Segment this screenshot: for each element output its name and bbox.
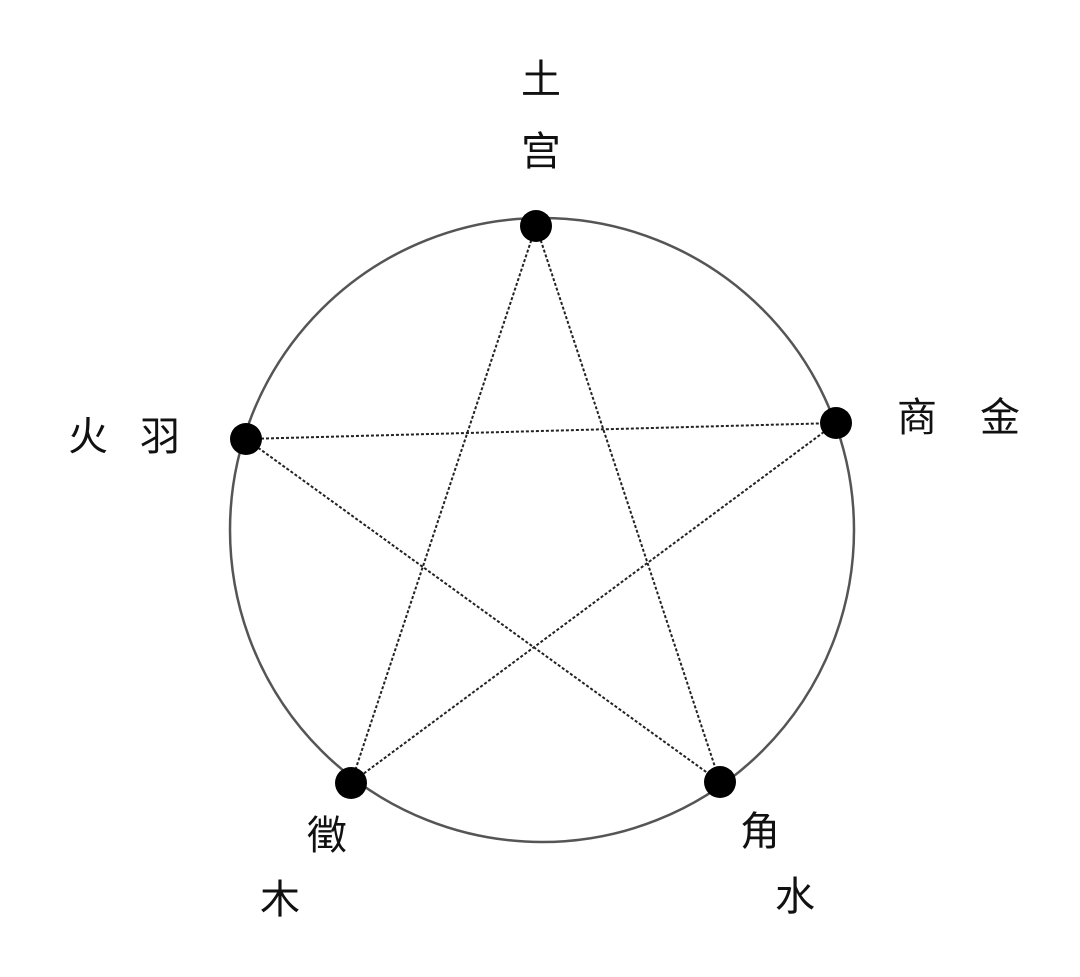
edge-gong-zhi	[350, 225, 537, 784]
element-label-gong: 土	[521, 57, 561, 103]
node-dot-shang	[820, 407, 852, 439]
note-label-yu: 羽	[140, 414, 180, 460]
note-label-zhi: 徵	[307, 813, 347, 859]
note-label-shang: 商	[897, 395, 937, 441]
outer-circle	[228, 216, 856, 844]
node-dot-yu	[230, 423, 262, 455]
node-dot-zhi	[335, 767, 367, 799]
edge-gong-jue	[535, 225, 721, 783]
edge-yu-jue	[245, 438, 721, 783]
element-label-jue: 水	[775, 874, 815, 920]
edge-shang-zhi	[350, 422, 837, 784]
node-dot-jue	[704, 766, 736, 798]
node-dot-gong	[520, 210, 552, 242]
element-label-shang: 金	[980, 395, 1020, 441]
note-label-gong: 宫	[521, 129, 561, 175]
element-label-yu: 火	[68, 414, 108, 460]
note-label-jue: 角	[740, 809, 780, 855]
edge-yu-shang	[245, 422, 837, 440]
element-label-zhi: 木	[260, 877, 300, 923]
